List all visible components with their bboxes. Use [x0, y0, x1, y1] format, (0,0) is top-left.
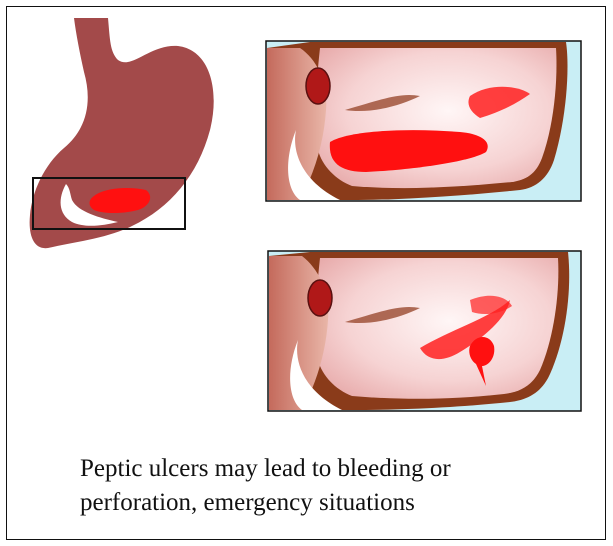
caption: Peptic ulcers may lead to bleeding or pe…	[80, 452, 600, 520]
bleeding-ulcer-detail	[266, 41, 581, 201]
stomach-silhouette-icon	[30, 18, 214, 248]
caption-line-2: perforation, emergency situations	[80, 486, 600, 520]
perforated-ulcer-detail	[268, 251, 581, 411]
caption-line-1: Peptic ulcers may lead to bleeding or	[80, 452, 600, 486]
